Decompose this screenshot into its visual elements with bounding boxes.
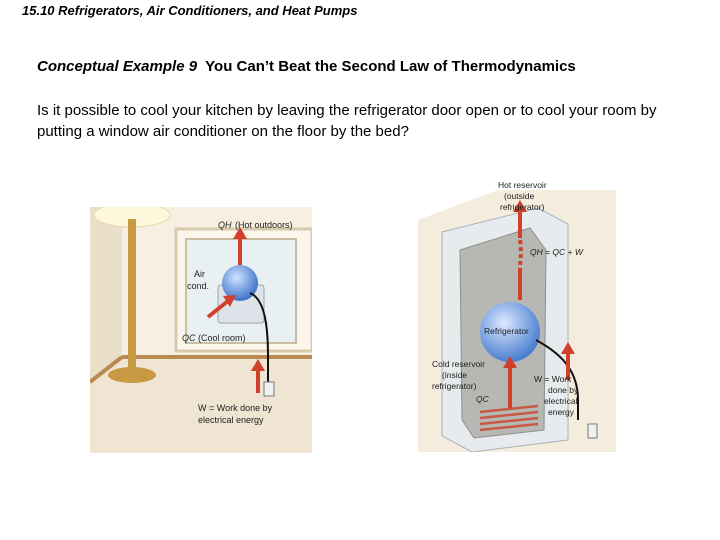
hot-reservoir-line-2: (outside <box>504 191 535 201</box>
fridge-qc-label: QC <box>476 394 490 404</box>
refrigerator-illustration: Hot reservoir (outside refrigerator) QH … <box>418 180 616 452</box>
ac-qc-note: (Cool room) <box>198 333 246 343</box>
lamp-pole <box>128 219 136 369</box>
fridge-qh-equation: QH = QC + W <box>530 247 584 257</box>
wall-outlet <box>264 382 274 396</box>
cold-reservoir-line-1: Cold reservoir <box>432 359 485 369</box>
fridge-work-line-4: energy <box>548 407 575 417</box>
cold-reservoir-line-2: (inside <box>442 370 467 380</box>
example-question: Is it possible to cool your kitchen by l… <box>37 100 677 142</box>
example-label: Conceptual Example 9 <box>37 58 197 75</box>
ac-device-label-1: Air <box>194 269 205 279</box>
fridge-work-line-3: electrical <box>544 396 578 406</box>
ac-work-line-1: W = Work done by <box>198 403 273 413</box>
left-wall <box>90 207 122 382</box>
section-header: 15.10 Refrigerators, Air Conditioners, a… <box>22 3 357 18</box>
ac-qh-label: QH <box>218 220 232 230</box>
ac-qc-label: QC <box>182 333 196 343</box>
fridge-work-line-1: W = Work <box>534 374 572 384</box>
hot-reservoir-line-1: Hot reservoir <box>498 180 547 190</box>
fridge-work-line-2: done by <box>548 385 579 395</box>
air-conditioner-drawing: QH (Hot outdoors) Air cond. QC (Cool roo… <box>90 207 312 453</box>
air-conditioner-illustration: QH (Hot outdoors) Air cond. QC (Cool roo… <box>90 207 312 453</box>
example-title: You Can’t Beat the Second Law of Thermod… <box>205 58 576 75</box>
ac-device-label-2: cond. <box>187 281 209 291</box>
fridge-wall-outlet <box>588 424 597 438</box>
ac-compressor-ball <box>222 265 258 301</box>
fridge-device-label: Refrigerator <box>484 326 529 336</box>
refrigerator-drawing: Hot reservoir (outside refrigerator) QH … <box>418 180 616 452</box>
cold-reservoir-line-3: refrigerator) <box>432 381 477 391</box>
ac-work-line-2: electrical energy <box>198 415 264 425</box>
lamp-base <box>108 367 156 383</box>
hot-reservoir-line-3: refrigerator) <box>500 202 545 212</box>
example-heading: Conceptual Example 9 You Can’t Beat the … <box>37 58 576 75</box>
ac-qh-note: (Hot outdoors) <box>235 220 293 230</box>
